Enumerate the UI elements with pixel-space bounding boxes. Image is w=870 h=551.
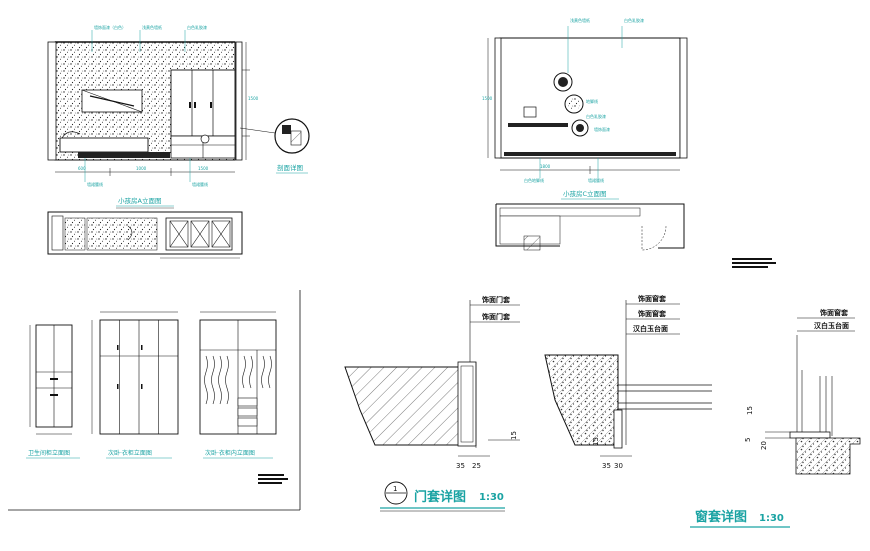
- window-b-label-2: 汉白玉台面: [814, 321, 849, 330]
- leader-c-6: 白色地脚线: [524, 177, 544, 183]
- wardrobe-a: [170, 69, 236, 137]
- elevation-c: 1800 1500 浅黄色墙纸 白色乳胶漆 地脚线 白色乳胶漆 墙饰面漆 白色地…: [482, 17, 688, 200]
- dim-c-2: 1500: [482, 96, 493, 101]
- caption-elevation-a: 小孩房A立面图: [118, 196, 161, 205]
- window-b-dim-1: 5: [744, 438, 752, 442]
- leader-a-4: 墙裙腰线: [87, 181, 103, 187]
- door-detail-scale: 1:30: [479, 492, 504, 503]
- window-detail-scale: 1:30: [759, 513, 784, 524]
- leader-a-2: 浅黄色墙纸: [142, 24, 162, 30]
- window-a-dim-1: 35: [602, 462, 611, 470]
- window-a-label-3: 汉白玉台面: [633, 324, 668, 333]
- leader-c-5: 墙饰面漆: [594, 126, 610, 132]
- leader-a-5: 墙裙腰线: [192, 181, 208, 187]
- section-label: 剖面详图: [277, 163, 303, 172]
- leader-a-3: 白色乳胶漆: [187, 24, 207, 30]
- leader-c-2: 白色乳胶漆: [624, 17, 644, 23]
- dim-a-4: 1500: [248, 96, 259, 101]
- plan-a: [47, 211, 243, 259]
- door-label-2: 饰面门套: [482, 312, 511, 321]
- detail-number: 1: [393, 485, 397, 493]
- leader-c-4: 白色乳胶漆: [586, 113, 606, 119]
- door-label-1: 饰面门套: [482, 295, 511, 304]
- elevation-a: 600 1000 1500 1500 墙饰面漆（白色） 浅黄色墙纸 白色乳胶漆 …: [47, 24, 310, 209]
- door-detail: 饰面门套 饰面门套 35 25 15 1 门套详图 1:30: [344, 295, 520, 512]
- window-detail-a: 饰面窗套 饰面窗套 汉白玉台面 35 30 15: [544, 294, 712, 470]
- leader-c-1: 浅黄色墙纸: [570, 17, 590, 23]
- plan-c: [495, 203, 776, 268]
- window-detail-title: 窗套详图: [695, 509, 747, 525]
- dim-a-3: 1500: [198, 166, 209, 171]
- leader-c-3: 地脚线: [586, 98, 598, 104]
- window-a-label-1: 饰面窗套: [638, 294, 667, 303]
- caption-bath-cabinet: 卫生间柜立面图: [28, 449, 70, 457]
- door-detail-title: 门套详图: [414, 489, 466, 505]
- leader-c-7: 墙裙腰线: [588, 177, 604, 183]
- window-b-dim-3: 20: [760, 441, 768, 450]
- wardrobe-elevations: 卫生间柜立面图 次卧·衣柜立面图: [8, 290, 301, 511]
- dim-a-1: 600: [78, 166, 86, 171]
- window-a-side-dim: 15: [592, 437, 600, 446]
- caption-bedroom-wardrobe-inner: 次卧·衣柜内立面图: [205, 449, 255, 457]
- door-dim-1: 35: [456, 462, 465, 470]
- window-b-label-1: 饰面窗套: [820, 308, 849, 317]
- caption-elevation-c: 小孩房C立面图: [563, 189, 607, 198]
- wall-panel-c: [499, 37, 681, 159]
- dim-a-2: 1000: [136, 166, 147, 171]
- caption-bedroom-wardrobe: 次卧·衣柜立面图: [108, 449, 152, 457]
- window-a-dim-2: 30: [614, 462, 623, 470]
- dim-c-1: 1800: [540, 164, 551, 169]
- door-side-dim: 15: [510, 431, 518, 440]
- window-b-dim-2: 15: [746, 406, 754, 415]
- door-dim-2: 25: [472, 462, 481, 470]
- leader-a-1: 墙饰面漆（白色）: [94, 24, 126, 30]
- window-a-label-2: 饰面窗套: [638, 309, 667, 318]
- bed-a: [59, 137, 149, 153]
- window-detail-b: 饰面窗套 汉白玉台面 5 15 20 窗套详图 1:30: [690, 308, 861, 528]
